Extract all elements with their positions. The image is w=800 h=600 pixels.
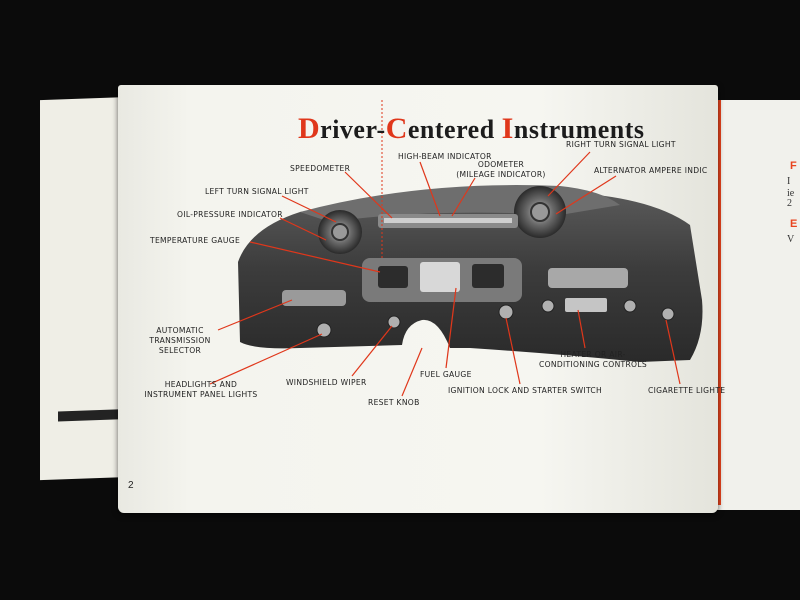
- title-part-3: nstruments: [513, 115, 645, 144]
- label-left-turn: LEFT TURN SIGNAL LIGHT: [205, 187, 309, 196]
- label-wiper: WINDSHIELD WIPER: [286, 378, 367, 387]
- label-auto-trans-line1: AUTOMATIC: [156, 326, 204, 335]
- temperature-window: [378, 266, 408, 288]
- label-heater-line1: HEATER OR AIR-: [560, 350, 626, 359]
- wiper-knob: [387, 315, 401, 329]
- speedometer-scale: [384, 218, 512, 223]
- label-oil-pressure: OIL-PRESSURE INDICATOR: [177, 210, 283, 219]
- right-page-red-2: E: [790, 218, 798, 230]
- heater-knob-right: [623, 299, 637, 313]
- right-page-text-4: V: [787, 234, 795, 245]
- heater-knob-left: [541, 299, 555, 313]
- label-alternator: ALTERNATOR AMPERE INDIC: [594, 166, 708, 175]
- ignition-switch: [498, 304, 514, 320]
- label-temperature: TEMPERATURE GAUGE: [150, 236, 241, 245]
- title-part-2: entered: [407, 115, 502, 144]
- left-vent: [282, 290, 346, 306]
- title-letter-i: I: [501, 112, 514, 145]
- left-pod-center: [331, 223, 349, 241]
- alternator-window: [472, 264, 504, 288]
- label-auto-trans-line3: SELECTOR: [158, 346, 202, 355]
- label-odometer: ODOMETER (MILEAGE INDICATOR): [456, 160, 546, 180]
- page-number: 2: [128, 480, 134, 491]
- label-ignition: IGNITION LOCK AND STARTER SWITCH: [448, 386, 603, 395]
- label-heater-line2: CONDITIONING CONTROLS: [538, 360, 647, 369]
- label-auto-trans-line2: TRANSMISSION: [149, 336, 211, 345]
- right-pod-center: [530, 202, 550, 222]
- cigarette-lighter: [661, 307, 675, 321]
- right-vent: [548, 268, 628, 288]
- heater-control-panel: [565, 298, 607, 312]
- title-letter-c: C: [385, 112, 408, 145]
- right-page-text-1: I: [787, 176, 791, 187]
- fuel-gauge-window: [420, 262, 460, 292]
- right-page-text-2: ie: [787, 188, 795, 199]
- right-page-text-3: 2: [787, 198, 792, 209]
- label-speedometer: SPEEDOMETER: [290, 164, 351, 173]
- title-letter-d: D: [298, 112, 321, 145]
- headlight-knob: [316, 322, 332, 338]
- title-part-1: river-: [320, 115, 386, 144]
- label-headlights-line2: INSTRUMENT PANEL LIGHTS: [144, 390, 258, 399]
- label-odometer-line2: (MILEAGE INDICATOR): [456, 170, 546, 179]
- right-page-red-1: F: [790, 160, 797, 172]
- label-odometer-line1: ODOMETER: [477, 160, 525, 169]
- label-fuel: FUEL GAUGE: [420, 370, 472, 379]
- label-heater: HEATER OR AIR- CONDITIONING CONTROLS: [538, 350, 648, 370]
- label-reset: RESET KNOB: [368, 398, 420, 407]
- page-title: Driver-Centered Instruments: [298, 112, 645, 146]
- label-right-turn: RIGHT TURN SIGNAL LIGHT: [566, 140, 676, 149]
- label-cigarette: CIGARETTE LIGHTE: [648, 386, 726, 395]
- label-high-beam: HIGH-BEAM INDICATOR: [398, 152, 492, 161]
- leader-lines: [209, 151, 681, 397]
- label-auto-trans: AUTOMATIC TRANSMISSION SELECTOR: [140, 326, 220, 356]
- label-headlights: HEADLIGHTS AND INSTRUMENT PANEL LIGHTS: [142, 380, 260, 400]
- label-headlights-line1: HEADLIGHTS AND: [164, 380, 238, 389]
